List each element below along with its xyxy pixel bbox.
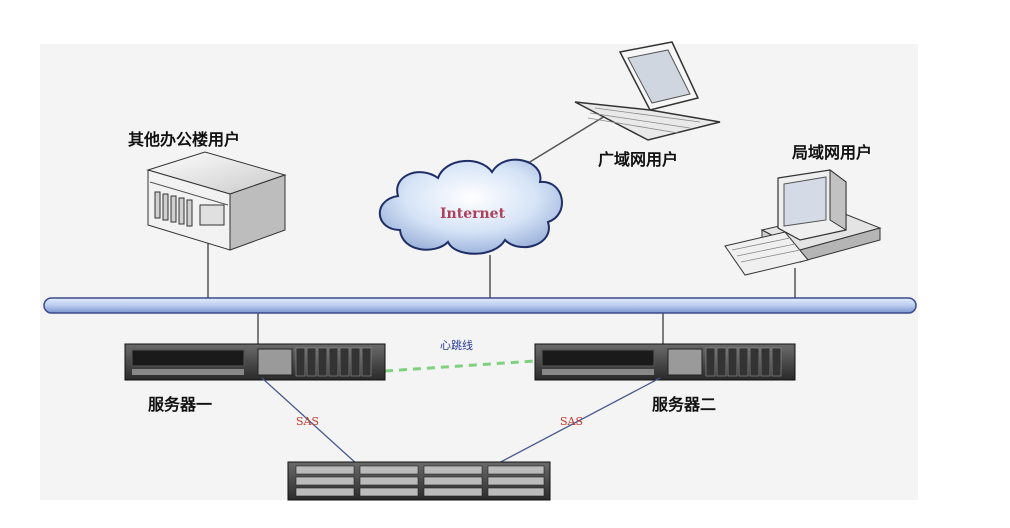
- sas-link-left-line: [261, 377, 359, 466]
- sas-right-label: SAS: [560, 415, 583, 428]
- laptop-icon: [574, 41, 721, 141]
- sas-left-label: SAS: [296, 415, 319, 428]
- tower-server-icon: [146, 151, 287, 251]
- cloud-icon: [378, 158, 563, 255]
- sas-link-right-line: [494, 377, 661, 466]
- background-panel: [40, 44, 918, 500]
- heartbeat-label: 心跳线: [440, 338, 473, 352]
- rack-server-icon: [124, 343, 386, 381]
- rack-server-icon: [534, 343, 796, 381]
- heartbeat-link-line: [384, 359, 536, 373]
- disk-array-icon: [287, 461, 551, 501]
- wan-link-line: [519, 115, 606, 169]
- server-one-label: 服务器一: [148, 395, 212, 414]
- lan-users-label: 局域网用户: [792, 143, 872, 162]
- desktop-pc-icon: [724, 169, 882, 276]
- network-backbone-bus: [43, 297, 917, 314]
- office-users-label: 其他办公楼用户: [128, 130, 240, 149]
- server-two-label: 服务器二: [652, 395, 716, 414]
- internet-label: Internet: [440, 206, 506, 222]
- wan-users-label: 广域网用户: [598, 150, 678, 169]
